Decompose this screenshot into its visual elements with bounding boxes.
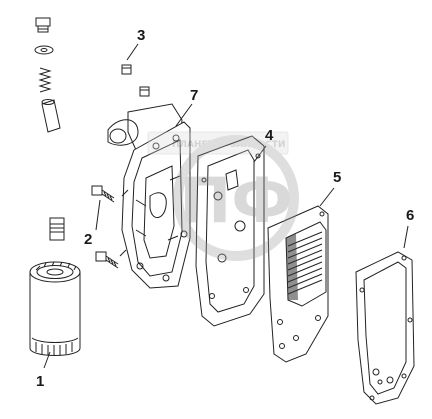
gasket-4 <box>195 135 267 327</box>
small-plug-set <box>121 43 150 97</box>
plug-spring-assembly <box>34 17 61 133</box>
watermark-letters: ПФ <box>179 164 292 237</box>
watermark-logo: ПЛАНЕТА ЗАПЧАСТИ ПФ <box>147 131 299 261</box>
callout-4: 4 <box>265 127 274 144</box>
oil-cooler-core <box>267 187 335 363</box>
watermark-banner-left: ПЛАНЕТА <box>172 140 221 150</box>
callout-6: 6 <box>406 207 414 224</box>
callout-1: 1 <box>36 373 44 390</box>
callout-7: 7 <box>190 87 198 104</box>
gasket-6 <box>355 225 415 405</box>
watermark-banner-right: ЗАПЧАСТИ <box>230 140 285 150</box>
oil-filter <box>29 217 81 369</box>
oil-cooler-housing <box>107 103 193 289</box>
callout-3: 3 <box>137 27 145 44</box>
bolt-set <box>91 185 119 269</box>
callout-2: 2 <box>84 231 92 248</box>
callout-5: 5 <box>333 169 341 186</box>
watermark-circle <box>173 135 299 261</box>
